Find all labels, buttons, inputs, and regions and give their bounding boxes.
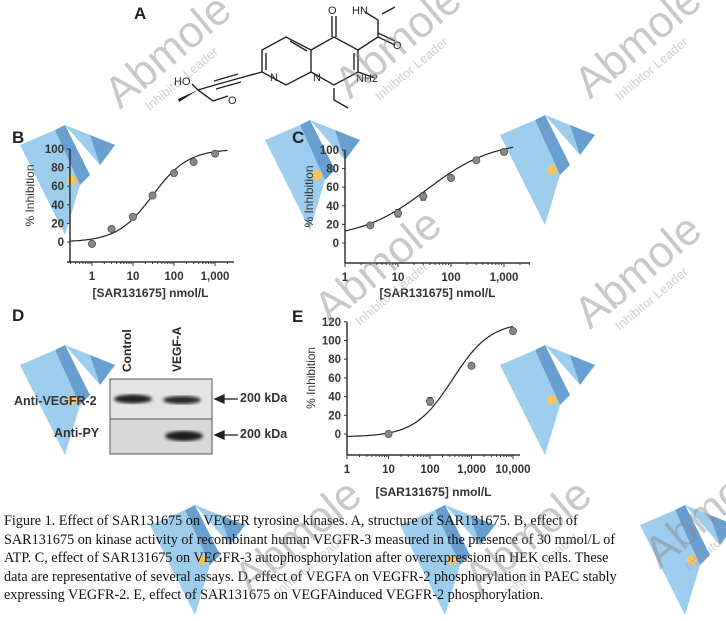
y-tick-label: 20 bbox=[51, 218, 64, 230]
y-tick-label: 60 bbox=[51, 181, 64, 193]
x-tick-label: 100 bbox=[441, 272, 460, 284]
watermark-tagline: Inhibitor Leader bbox=[682, 503, 726, 573]
data-point bbox=[366, 221, 375, 230]
atom-nh2: NH2 bbox=[356, 73, 378, 85]
x-tick-label: 1,000 bbox=[201, 271, 230, 283]
x-tick-label: 100 bbox=[164, 271, 183, 283]
atom-o-ether: O bbox=[228, 95, 237, 107]
y-tick-label: 60 bbox=[328, 373, 341, 385]
marker-200kda-1: 200 kDa bbox=[240, 391, 288, 405]
logo-dot bbox=[687, 555, 697, 565]
panel-label-c: C bbox=[292, 128, 305, 147]
atom-n-ring: N bbox=[270, 72, 278, 84]
x-tick-label: 10,000 bbox=[495, 464, 530, 476]
y-axis-label: % Inhibition bbox=[23, 164, 37, 226]
y-tick-label: 100 bbox=[322, 336, 341, 348]
x-axis-label: [SAR131675] nmol/L bbox=[375, 485, 491, 499]
x-tick-label: 100 bbox=[420, 464, 439, 476]
marker-200kda-2: 200 kDa bbox=[240, 427, 288, 441]
x-tick-label: 10 bbox=[127, 271, 140, 283]
caption-line: ATP. C, effect of SAR131675 on VEGFR-3 a… bbox=[4, 550, 609, 567]
x-tick-label: 1 bbox=[342, 272, 349, 284]
y-axis-label: % Inhibition bbox=[302, 165, 316, 227]
caption-line: expressing VEGFR-2. E, effect of SAR1316… bbox=[4, 587, 544, 604]
data-point bbox=[446, 173, 455, 182]
fit-curve bbox=[346, 325, 514, 437]
caption-line: SAR131675 on kinase activity of recombin… bbox=[4, 531, 616, 548]
data-point bbox=[169, 169, 178, 178]
panel-label-b: B bbox=[12, 128, 25, 147]
data-point bbox=[148, 191, 157, 200]
data-point bbox=[189, 158, 198, 167]
blot-row-label-anti-vegfr2: Anti-VEGFR-2 bbox=[14, 394, 97, 408]
data-point bbox=[499, 147, 508, 156]
data-point bbox=[210, 149, 219, 158]
band-vegfa-vegfr2 bbox=[163, 396, 201, 404]
y-tick-label: 0 bbox=[333, 238, 339, 250]
y-tick-label: 100 bbox=[320, 145, 339, 157]
atom-o-amide: O bbox=[393, 40, 402, 52]
data-point bbox=[425, 397, 434, 406]
y-tick-label: 40 bbox=[328, 392, 341, 404]
atom-hn: HN bbox=[352, 5, 368, 17]
data-point bbox=[88, 239, 97, 248]
band-control-vegfr2 bbox=[114, 394, 152, 404]
watermark-logo bbox=[640, 505, 726, 615]
fit-curve bbox=[70, 149, 228, 242]
data-point bbox=[107, 224, 116, 233]
blot-lane-label-vegfa: VEGF-A bbox=[170, 326, 184, 372]
x-axis-label: [SAR131675] nmol/L bbox=[92, 286, 208, 300]
blot-lane-label-control: Control bbox=[120, 329, 134, 372]
y-tick-label: 20 bbox=[328, 410, 341, 422]
data-point bbox=[472, 156, 481, 165]
logo-shape bbox=[675, 505, 710, 565]
x-tick-label: 10 bbox=[382, 464, 395, 476]
y-tick-label: 40 bbox=[51, 200, 64, 212]
blot-row-label-anti-py: Anti-PY bbox=[54, 426, 100, 440]
panel-label-a: A bbox=[134, 4, 147, 23]
atom-n-ring2: N bbox=[313, 72, 321, 84]
x-tick-label: 1,000 bbox=[457, 464, 486, 476]
y-tick-label: 60 bbox=[326, 182, 339, 194]
y-tick-label: 20 bbox=[326, 219, 339, 231]
panel-label-d: D bbox=[12, 306, 25, 325]
western-blot bbox=[109, 378, 238, 455]
data-point bbox=[384, 429, 393, 438]
y-tick-label: 0 bbox=[335, 429, 341, 441]
y-tick-label: 0 bbox=[58, 237, 64, 249]
logo-shape bbox=[640, 510, 700, 615]
x-tick-label: 1 bbox=[344, 464, 351, 476]
band-vegfa-py bbox=[165, 431, 203, 441]
chemical-structure: O HN O N N NH2 HO O bbox=[174, 5, 402, 109]
x-axis-label: [SAR131675] nmol/L bbox=[379, 286, 495, 300]
data-point bbox=[419, 192, 428, 201]
caption-line: data are representative of several assay… bbox=[4, 568, 617, 585]
y-axis-label: % Inhibition bbox=[304, 347, 318, 409]
chart-c: 0 20 40 60 80 100 1 10 100 1,000 [SAR131675] nmol/… bbox=[302, 145, 530, 300]
data-point bbox=[467, 361, 476, 370]
chart-b: 0 20 40 60 80 100 1 10 100 1,000 [SAR131675] nmol/… bbox=[23, 144, 234, 300]
fit-curve bbox=[344, 146, 514, 232]
x-tick-label: 1,000 bbox=[490, 272, 519, 284]
panel-label-e: E bbox=[292, 307, 304, 326]
logo-shape bbox=[685, 505, 726, 545]
x-tick-label: 1 bbox=[89, 271, 96, 283]
y-tick-label: 40 bbox=[326, 201, 339, 213]
data-point bbox=[128, 212, 137, 221]
x-tick-label: 10 bbox=[392, 272, 405, 284]
y-tick-label: 80 bbox=[326, 164, 339, 176]
caption-line: Figure 1. Effect of SAR131675 on VEGFR t… bbox=[4, 513, 578, 529]
data-point bbox=[393, 209, 402, 218]
atom-o-keto: O bbox=[328, 5, 337, 17]
y-tick-label: 120 bbox=[322, 317, 341, 329]
y-tick-label: 100 bbox=[45, 144, 64, 156]
atom-ho: HO bbox=[174, 76, 191, 88]
y-tick-label: 80 bbox=[328, 354, 341, 366]
data-point bbox=[508, 327, 517, 336]
figure-caption: Figure 1. Effect of SAR131675 on VEGFR t… bbox=[4, 512, 617, 605]
logo-shape bbox=[710, 515, 726, 545]
y-tick-label: 80 bbox=[51, 163, 64, 175]
